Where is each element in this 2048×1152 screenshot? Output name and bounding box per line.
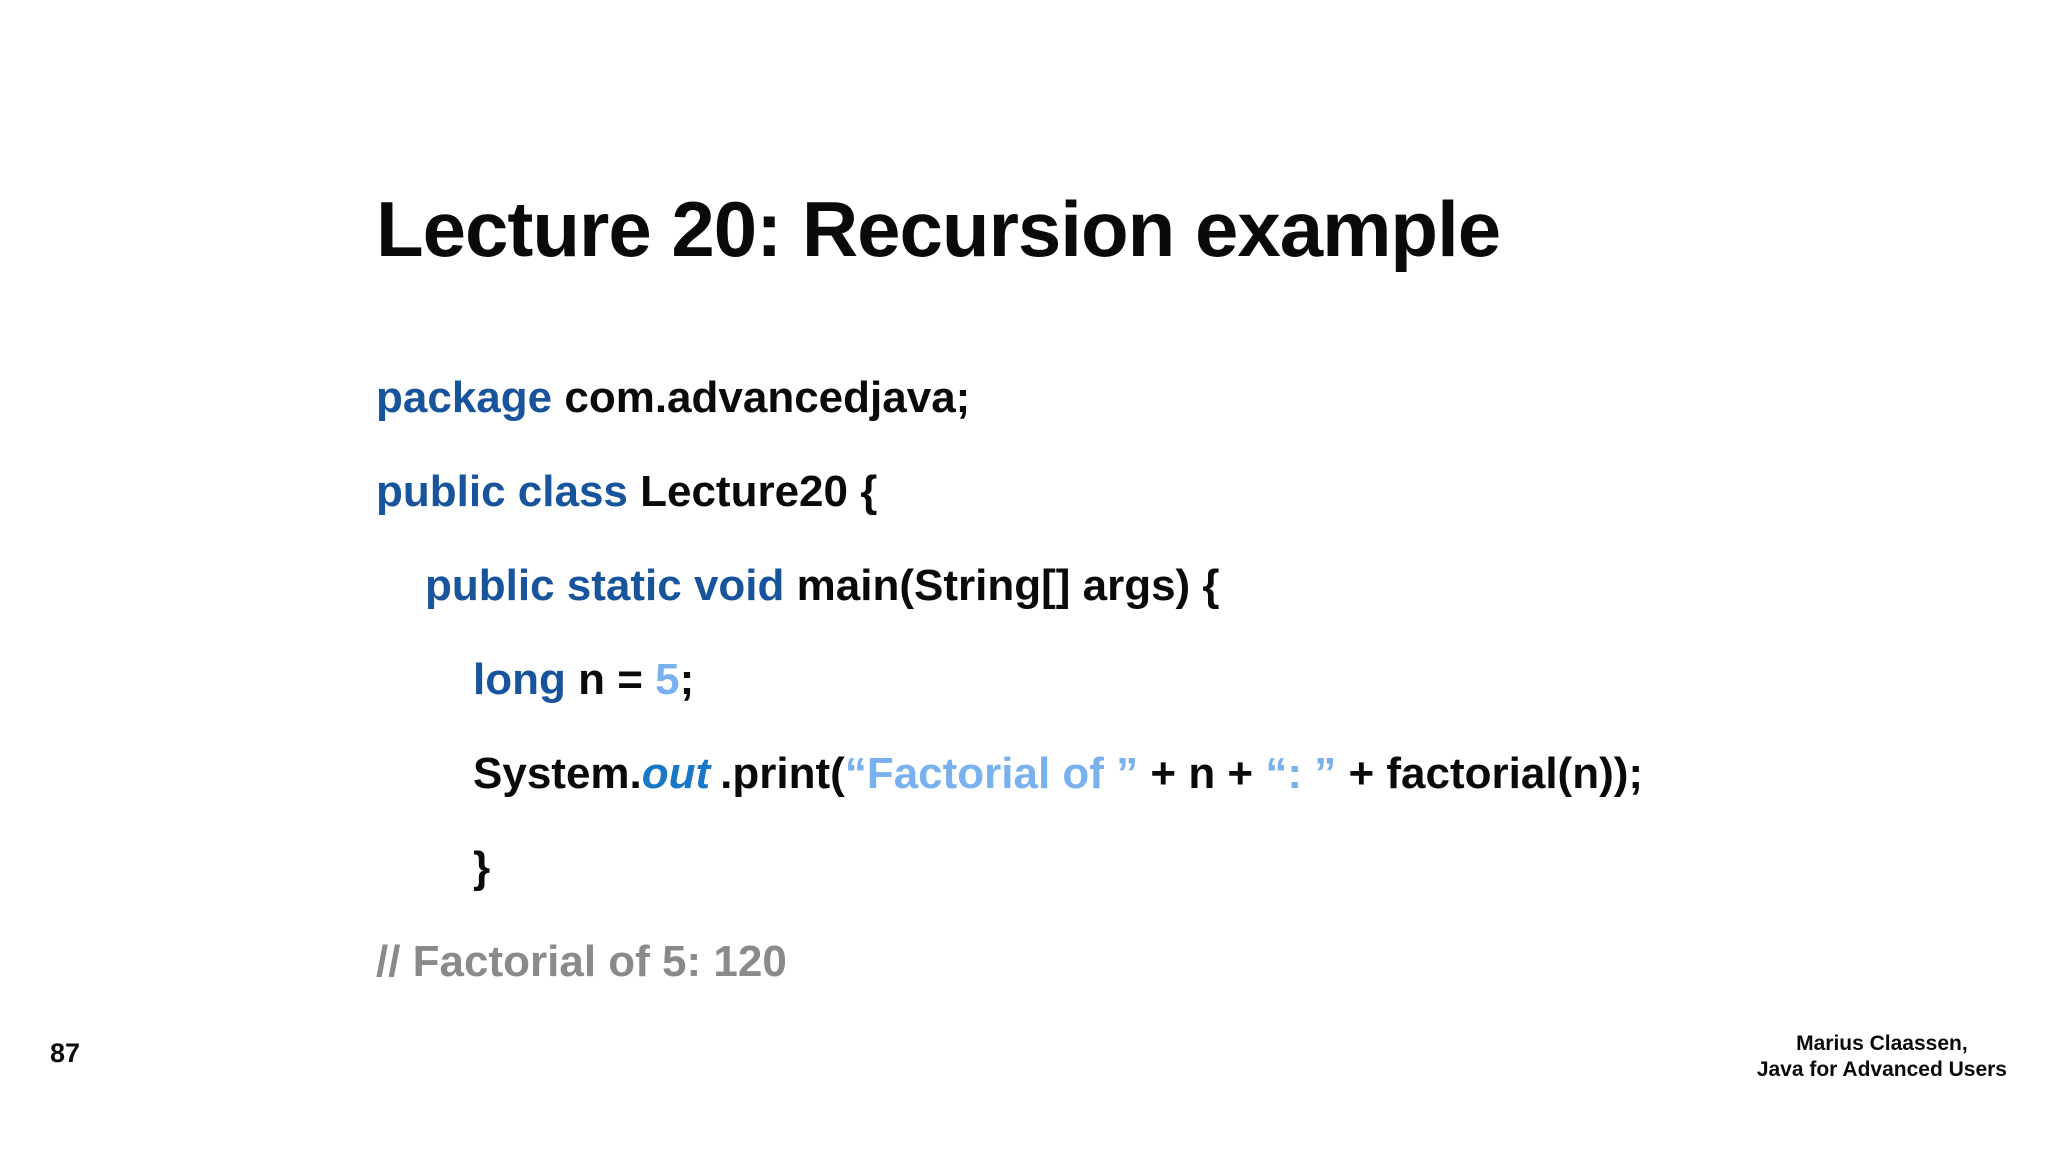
code-line-output-comment: // Factorial of 5: 120 xyxy=(376,915,1643,1009)
plain-token: + n + xyxy=(1138,749,1266,798)
page-number: 87 xyxy=(50,1038,81,1068)
code-line-print: System.out.print(“Factorial of ” + n + “… xyxy=(376,727,1643,821)
footer-course: Java for Advanced Users xyxy=(1756,1058,2007,1081)
plain-token: com.advancedjava; xyxy=(564,373,971,422)
code-line-var-decl: long n = 5; xyxy=(376,633,1643,727)
code-line-main-decl: public static void main(String[] args) { xyxy=(376,539,1643,633)
plain-token: Lecture20 { xyxy=(640,467,878,516)
code-line-package: package com.advancedjava; xyxy=(376,351,1643,445)
string-literal-token: “: ” xyxy=(1265,749,1337,798)
plain-token: n = xyxy=(578,655,656,704)
keyword-token: public class xyxy=(376,467,641,516)
number-literal-token: 5 xyxy=(655,655,680,704)
code-line-class-decl: public class Lecture20 { xyxy=(376,445,1643,539)
code-line-close-brace: } xyxy=(376,821,1643,915)
plain-token: + factorial(n)); xyxy=(1336,749,1644,798)
code-block: package com.advancedjava; public class L… xyxy=(376,351,1643,1009)
keyword-token: package xyxy=(376,373,565,422)
keyword-token: long xyxy=(473,655,579,704)
plain-token: ; xyxy=(679,655,695,704)
string-literal-token: “Factorial of ” xyxy=(844,749,1139,798)
field-token: out xyxy=(641,749,711,798)
plain-token: main(String[] args) { xyxy=(796,561,1220,610)
footer-credit: Marius Claassen, Java for Advanced Users xyxy=(1757,1031,2007,1083)
footer-author: Marius Claassen, xyxy=(1796,1032,1968,1055)
slide-title: Lecture 20: Recursion example xyxy=(376,185,1501,274)
keyword-token: public static void xyxy=(425,561,797,610)
plain-token: System. xyxy=(473,749,642,798)
comment-token: // Factorial of 5: 120 xyxy=(376,937,787,986)
plain-token: .print( xyxy=(720,749,845,798)
plain-token: } xyxy=(473,843,491,892)
